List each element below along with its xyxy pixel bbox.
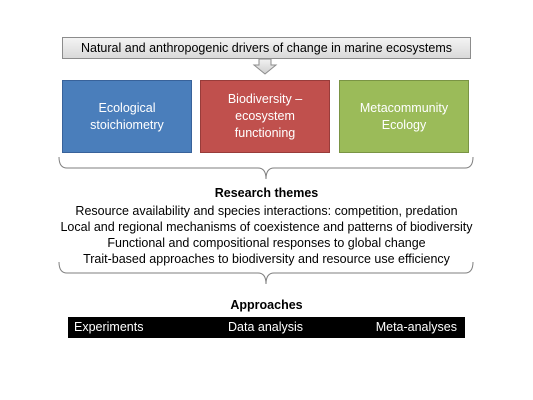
drivers-box: Natural and anthropogenic drivers of cha… [62, 37, 471, 59]
lower-brace [58, 262, 474, 285]
approach-data-analysis: Data analysis [228, 320, 304, 334]
research-theme-item: Trait-based approaches to biodiversity a… [83, 252, 450, 266]
research-theme-item: Local and regional mechanisms of coexist… [60, 220, 473, 234]
research-theme-item: Resource availability and species intera… [75, 204, 458, 218]
research-themes-title: Research themes [214, 186, 319, 200]
approaches-bar: Experiments Data analysis Meta-analyses [68, 317, 465, 338]
approach-meta-analyses: Meta-analyses [375, 320, 457, 334]
upper-brace [58, 157, 474, 180]
approaches-title: Approaches [230, 298, 303, 312]
metacommunity-ecology-box: Metacommunity Ecology [339, 80, 469, 153]
drivers-label: Natural and anthropogenic drivers of cha… [80, 41, 453, 55]
research-theme-item: Functional and compositional responses t… [107, 236, 426, 250]
ecological-stoichiometry-label: Ecological stoichiometry [90, 100, 164, 132]
biodiversity-ecosystem-functioning-box: Biodiversity – ecosystem functioning [200, 80, 330, 153]
down-arrow-icon [252, 59, 278, 75]
metacommunity-ecology-label: Metacommunity Ecology [359, 100, 449, 132]
approach-experiments: Experiments [74, 320, 144, 334]
biodiversity-ecosystem-functioning-label: Biodiversity – ecosystem functioning [227, 92, 303, 140]
ecological-stoichiometry-box: Ecological stoichiometry [62, 80, 192, 153]
